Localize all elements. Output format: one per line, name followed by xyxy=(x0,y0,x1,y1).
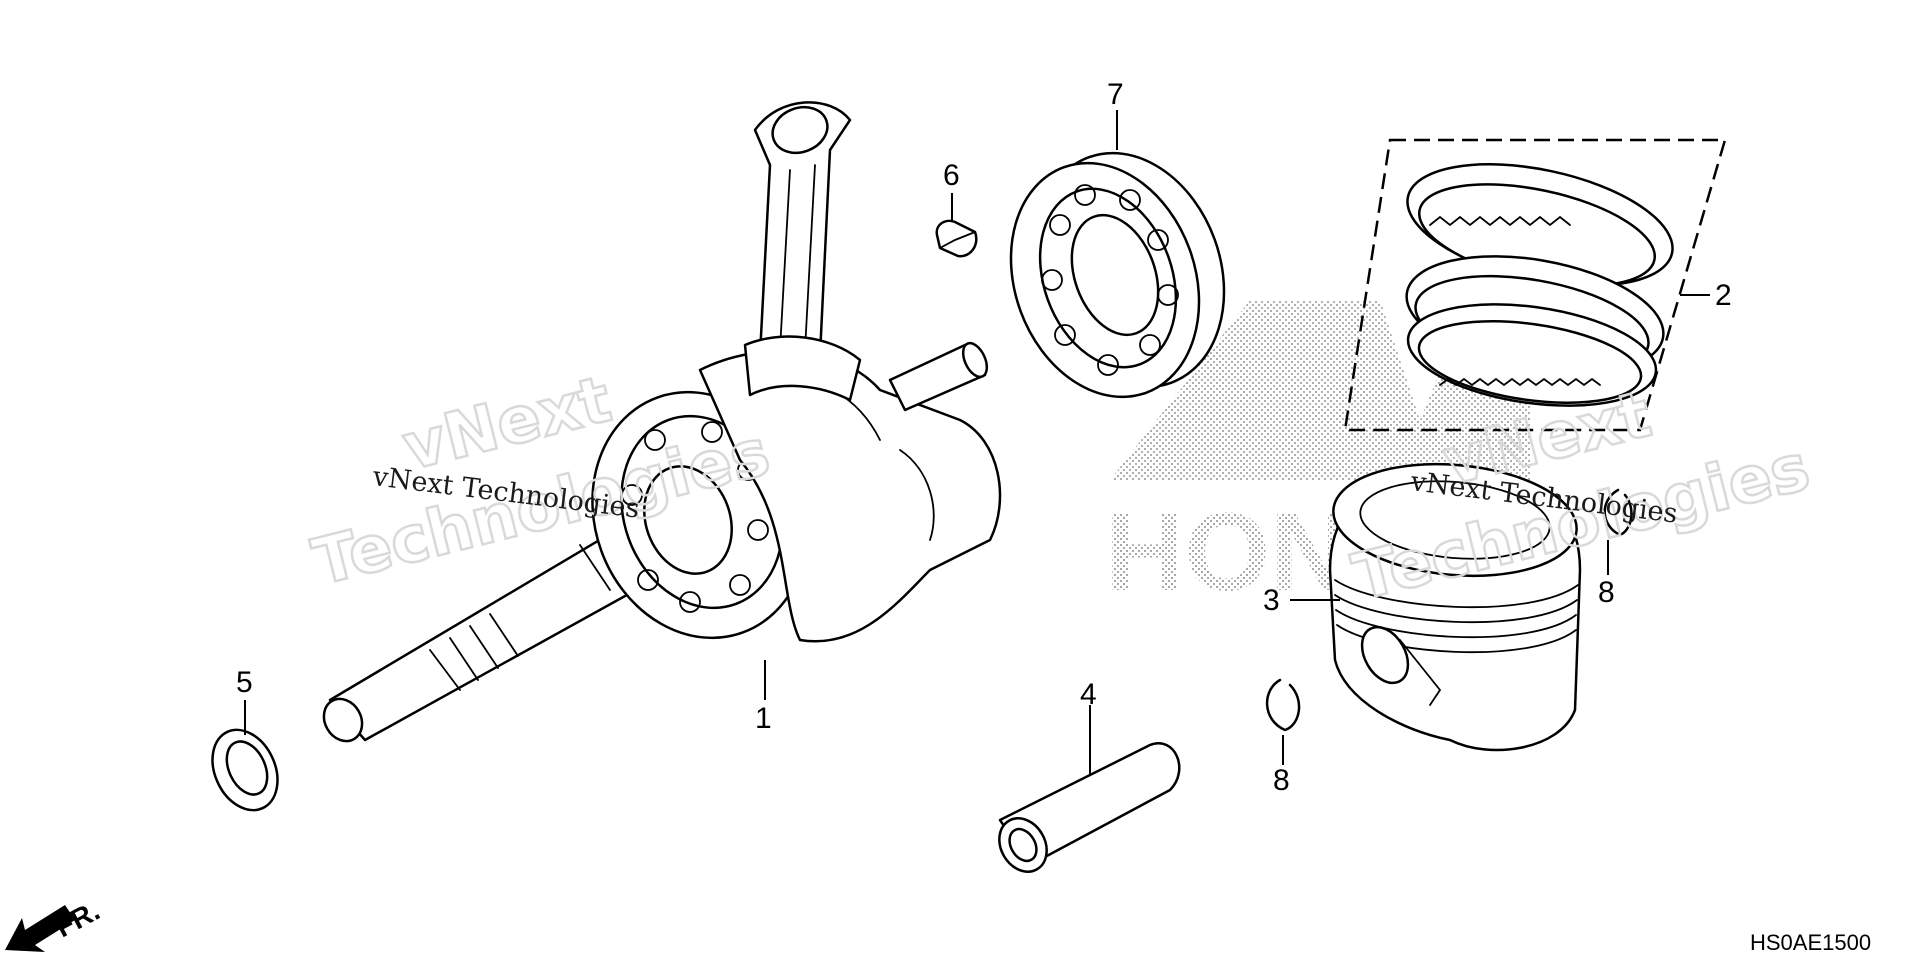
piston[interactable] xyxy=(1328,455,1582,752)
front-direction-marker: FR. xyxy=(5,895,105,952)
front-arrow-icon xyxy=(5,905,75,952)
diagram-code: HS0AE1500 xyxy=(1750,930,1871,955)
piston-pin-clip-left[interactable] xyxy=(1265,678,1301,732)
callout-7: 7 xyxy=(1107,78,1124,111)
callout-2: 2 xyxy=(1715,279,1732,312)
callout-8-right: 8 xyxy=(1598,576,1615,609)
front-marker-label: FR. xyxy=(50,895,104,944)
leader-lines xyxy=(244,110,1710,775)
callout-1: 1 xyxy=(755,702,772,735)
callout-5: 5 xyxy=(236,666,253,699)
piston-ring-set[interactable] xyxy=(1343,138,1727,432)
woodruff-key[interactable] xyxy=(935,219,978,258)
callout-8-left: 8 xyxy=(1273,764,1290,797)
callout-3: 3 xyxy=(1263,584,1280,617)
callout-6: 6 xyxy=(943,159,960,192)
callout-4: 4 xyxy=(1080,678,1097,711)
piston-pin[interactable] xyxy=(990,742,1181,880)
washer[interactable] xyxy=(200,719,290,820)
piston-pin-clip-right[interactable] xyxy=(1603,488,1633,537)
crankshaft-assembly[interactable] xyxy=(316,100,1002,748)
ball-bearing[interactable] xyxy=(979,126,1255,423)
